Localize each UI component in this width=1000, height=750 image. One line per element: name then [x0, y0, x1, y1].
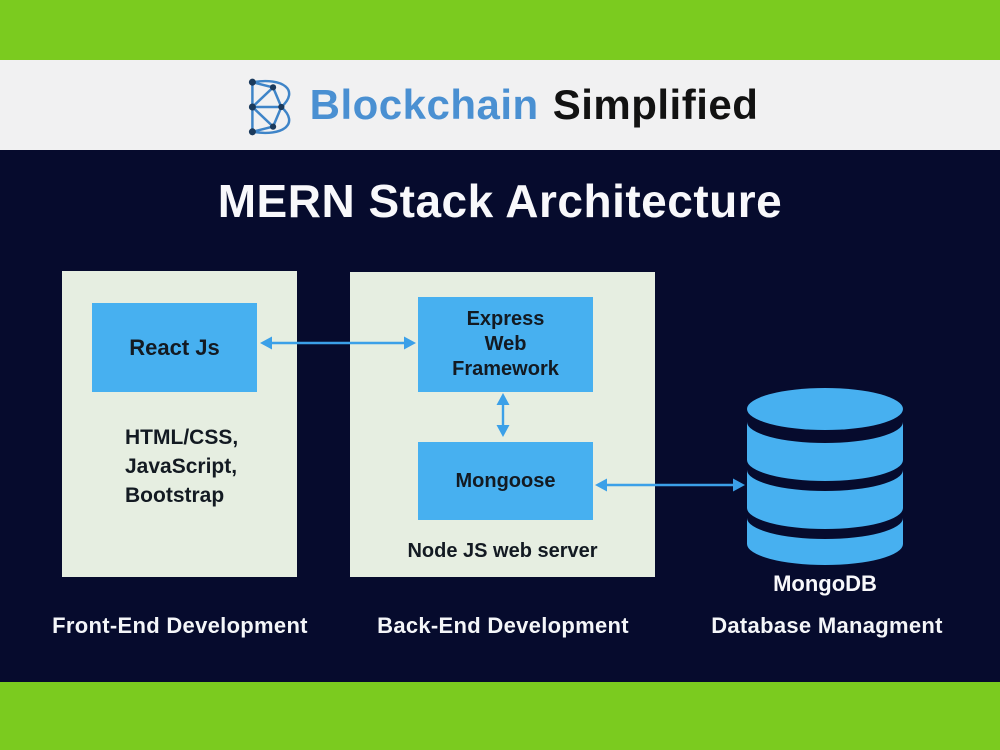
arrow-mongoose-database	[595, 478, 745, 492]
diagram-title: MERN Stack Architecture	[217, 175, 783, 227]
blockchain-network-b-logo-icon	[248, 78, 290, 136]
mongodb-label: MongoDB	[773, 571, 877, 596]
diagram-canvas: MERN Stack Architecture React Js HTML/CS…	[0, 150, 1000, 682]
bottom-green-bar	[0, 682, 1000, 750]
node-js-server-label: Node JS web server	[407, 540, 598, 562]
database-cylinder-icon	[747, 388, 903, 565]
arrow-express-mongoose	[496, 393, 510, 437]
react-js-label: React Js	[129, 334, 220, 360]
express-label-line: Express	[466, 308, 545, 330]
tech-line: HTML/CSS,	[125, 426, 239, 449]
mongoose-node: Mongoose	[418, 442, 593, 520]
brand-name-secondary: Simplified	[552, 81, 759, 128]
database-area-label: Database Managment	[711, 613, 943, 638]
express-node: Express Web Framework	[418, 297, 593, 392]
backend-area-label: Back-End Development	[377, 613, 629, 638]
arrow-react-express	[260, 336, 416, 350]
express-label-line: Web	[484, 333, 527, 355]
backend-panel: Express Web Framework Mongoose Node JS w…	[350, 272, 655, 577]
top-green-bar	[0, 0, 1000, 60]
frontend-technologies: HTML/CSS, JavaScript, Bootstrap	[125, 423, 238, 510]
mongoose-label: Mongoose	[455, 469, 556, 492]
frontend-area-label: Front-End Development	[52, 613, 308, 638]
brand-header: Blockchain Simplified	[0, 60, 1000, 150]
react-js-node: React Js	[92, 303, 257, 392]
tech-line: JavaScript,	[125, 455, 238, 478]
brand-name-primary: Blockchain	[309, 81, 539, 128]
frontend-panel: React Js HTML/CSS, JavaScript, Bootstrap	[62, 271, 297, 577]
express-label-line: Framework	[452, 358, 559, 380]
tech-line: Bootstrap	[125, 484, 225, 507]
